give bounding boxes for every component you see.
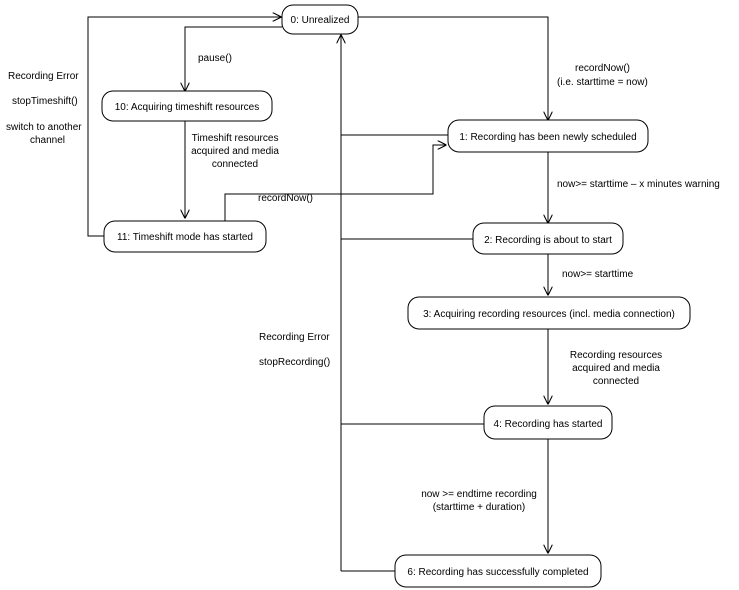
state-6-label: 6: Recording has successfully completed bbox=[407, 567, 588, 578]
state-4-label: 4: Recording has started bbox=[494, 419, 603, 430]
label-rec-resources-2: acquired and media bbox=[572, 363, 660, 374]
edge-0-to-10 bbox=[185, 26, 282, 91]
label-ts-resources-1: Timeshift resources bbox=[192, 133, 279, 144]
label-switch-2: channel bbox=[30, 135, 65, 146]
state-11: 11: Timeshift mode has started bbox=[103, 220, 267, 253]
state-3-label: 3: Acquiring recording resources (incl. … bbox=[423, 309, 675, 320]
label-rec-resources-1: Recording resources bbox=[570, 350, 662, 361]
edge-0-to-1 bbox=[358, 16, 548, 120]
label-rec-error-left: Recording Error bbox=[8, 71, 79, 82]
label-ts-resources-2: acquired and media bbox=[191, 146, 279, 157]
label-record-now-1: recordNow() bbox=[575, 63, 630, 74]
label-record-now-1-note: (i.e. starttime = now) bbox=[557, 77, 648, 88]
state-3: 3: Acquiring recording resources (incl. … bbox=[407, 296, 691, 330]
label-warning: now>= starttime – x minutes warning bbox=[557, 179, 720, 190]
state-1: 1: Recording has been newly scheduled bbox=[447, 119, 649, 153]
label-record-now-2: recordNow() bbox=[258, 193, 313, 204]
state-2-label: 2: Recording is about to start bbox=[484, 235, 612, 246]
label-rec-error-mid: Recording Error bbox=[259, 332, 330, 343]
label-pause: pause() bbox=[198, 53, 232, 64]
state-1-label: 1: Recording has been newly scheduled bbox=[459, 132, 636, 143]
label-rec-resources-3: connected bbox=[593, 376, 639, 387]
state-10-label: 10: Acquiring timeshift resources bbox=[115, 102, 260, 113]
state-0-label: 0: Unrealized bbox=[291, 15, 350, 26]
state-10: 10: Acquiring timeshift resources bbox=[101, 90, 273, 122]
label-endtime-1: now >= endtime recording bbox=[421, 489, 537, 500]
transition-labels: pause() recordNow() (i.e. starttime = no… bbox=[6, 53, 720, 513]
edge-11-to-0 bbox=[87, 17, 281, 237]
state-6: 6: Recording has successfully completed bbox=[394, 554, 602, 588]
label-stop-timeshift: stopTimeshift() bbox=[12, 96, 78, 107]
state-2: 2: Recording is about to start bbox=[472, 222, 624, 255]
state-4: 4: Recording has started bbox=[483, 405, 613, 440]
label-starttime: now>= starttime bbox=[562, 269, 634, 280]
transitions bbox=[87, 16, 548, 572]
label-stop-recording: stopRecording() bbox=[259, 357, 330, 368]
label-endtime-2: (starttime + duration) bbox=[433, 502, 526, 513]
state-0: 0: Unrealized bbox=[281, 4, 359, 35]
label-switch-1: switch to another bbox=[6, 122, 82, 133]
state-11-label: 11: Timeshift mode has started bbox=[117, 232, 253, 243]
label-ts-resources-3: connected bbox=[212, 159, 258, 170]
edge-11-to-1 bbox=[224, 145, 446, 221]
